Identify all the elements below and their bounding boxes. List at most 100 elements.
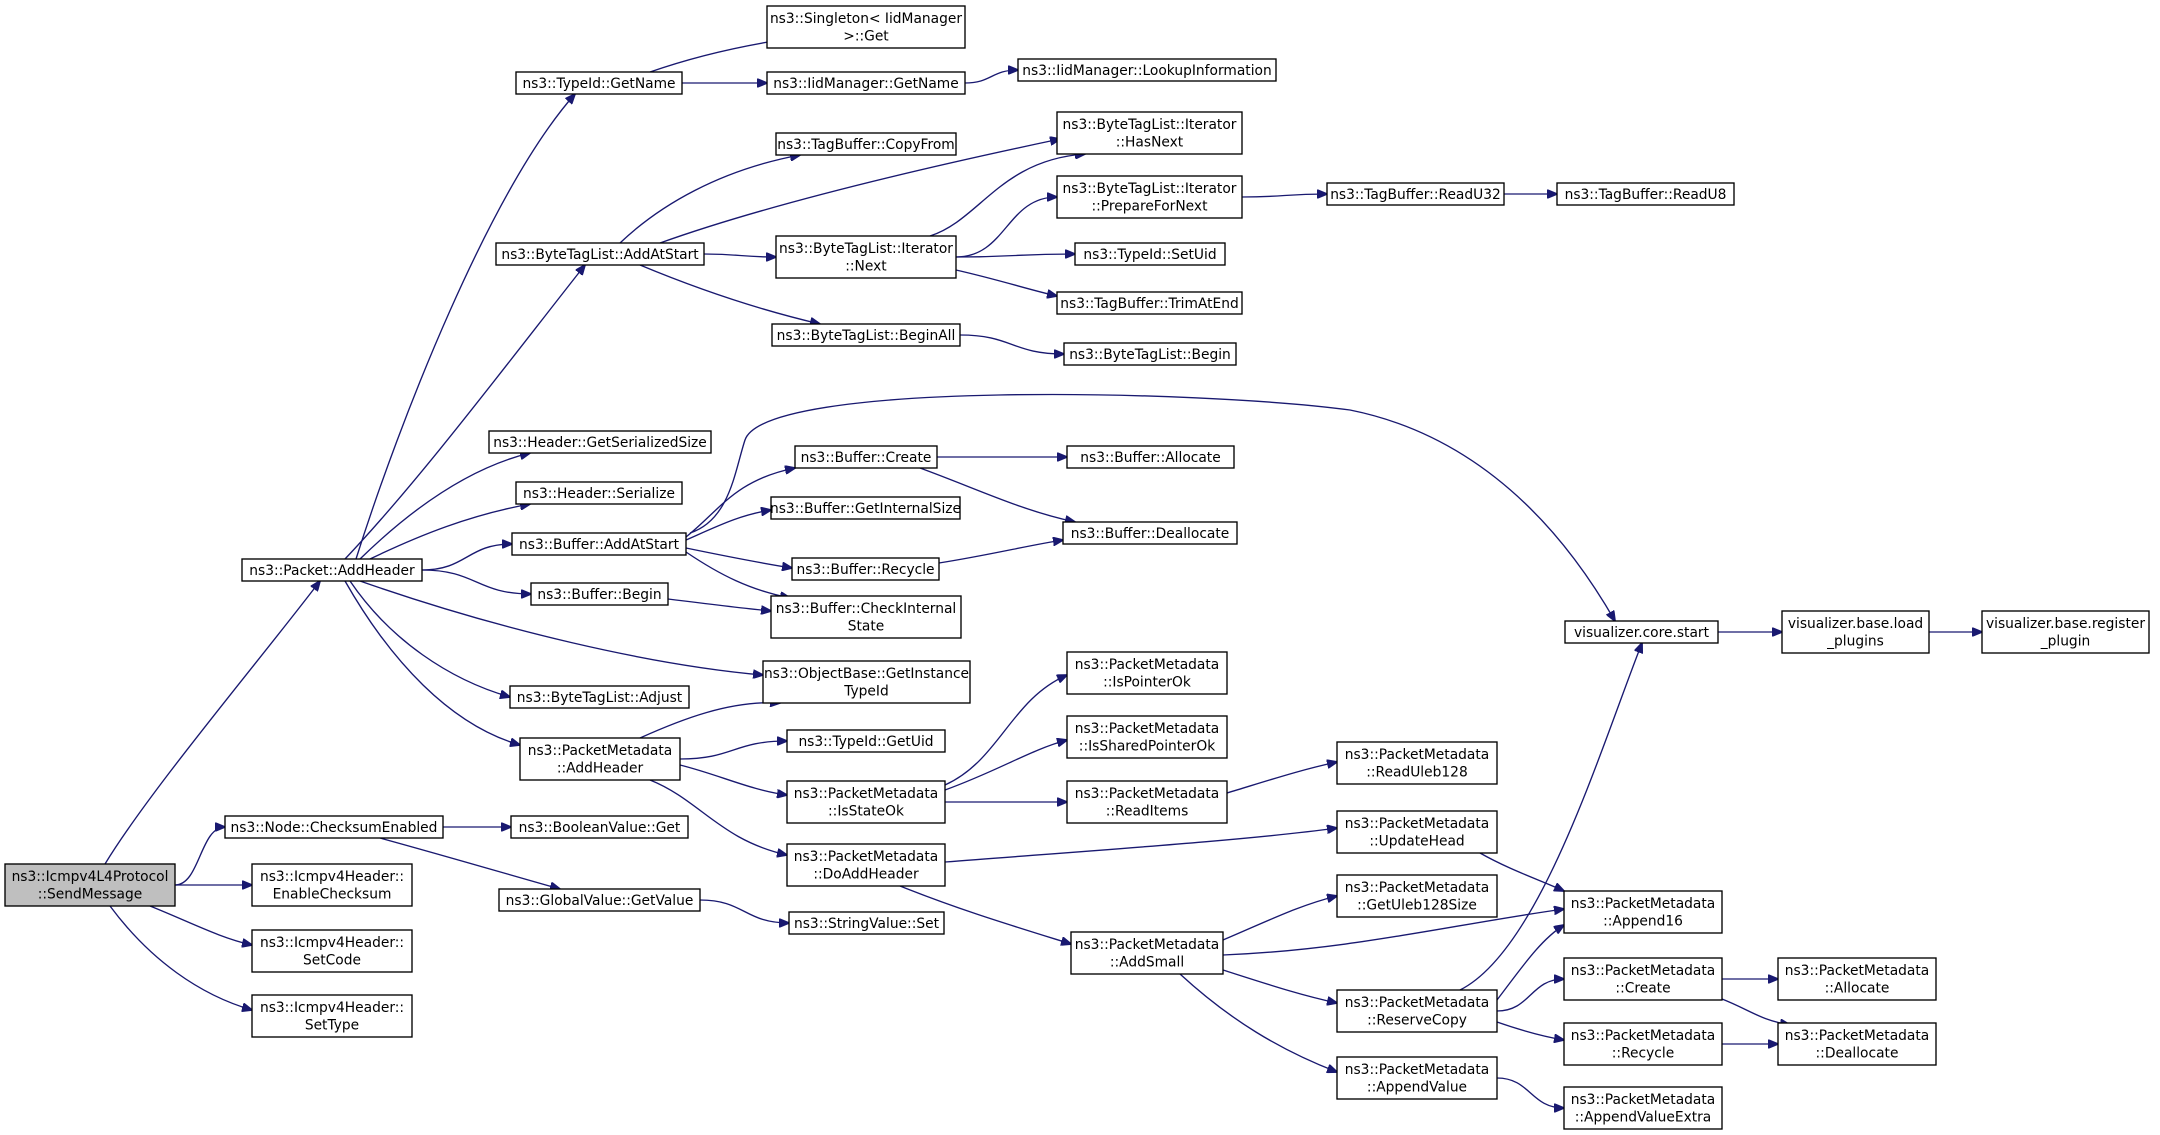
function-node[interactable]: ns3::PacketMetadata::ReadItems bbox=[1066, 780, 1228, 824]
function-node[interactable]: ns3::PacketMetadata::ReadUleb128 bbox=[1336, 741, 1498, 785]
node-box bbox=[775, 132, 957, 156]
node-box bbox=[509, 685, 690, 709]
function-node[interactable]: ns3::ByteTagList::Iterator::Next bbox=[775, 235, 957, 279]
node-box bbox=[1056, 111, 1243, 155]
call-edge bbox=[1226, 762, 1337, 794]
function-node[interactable]: ns3::Buffer::GetInternalSize bbox=[770, 496, 961, 520]
function-node[interactable]: ns3::Buffer::AddAtStart bbox=[511, 532, 687, 556]
function-node[interactable]: ns3::Buffer::Begin bbox=[530, 582, 669, 606]
node-box bbox=[515, 481, 683, 505]
node-label: visualizer.base.register bbox=[1986, 616, 2145, 632]
call-edge bbox=[1496, 1077, 1564, 1108]
node-label: ns3::StringValue::Set bbox=[794, 916, 940, 932]
call-edge bbox=[955, 197, 1057, 258]
call-edge bbox=[667, 598, 771, 611]
function-node[interactable]: ns3::PacketMetadata::AppendValueExtra bbox=[1563, 1086, 1723, 1130]
call-edge bbox=[109, 905, 252, 1010]
function-node[interactable]: ns3::ByteTagList::Adjust bbox=[509, 685, 690, 709]
node-box bbox=[1781, 610, 1930, 654]
node-label: ns3::BooleanValue::Get bbox=[519, 820, 681, 836]
node-box bbox=[1777, 957, 1937, 1001]
function-node[interactable]: ns3::PacketMetadata::IsSharedPointerOk bbox=[1066, 715, 1228, 759]
function-node[interactable]: ns3::ByteTagList::Iterator::HasNext bbox=[1056, 111, 1243, 155]
function-node[interactable]: visualizer.base.register_plugin bbox=[1981, 610, 2150, 654]
function-node[interactable]: ns3::Buffer::Allocate bbox=[1066, 445, 1235, 469]
call-edge bbox=[955, 269, 1057, 296]
function-node[interactable]: ns3::PacketMetadata::Append16 bbox=[1563, 890, 1723, 934]
node-label: ns3::TagBuffer::ReadU32 bbox=[1330, 187, 1501, 203]
function-node[interactable]: visualizer.base.load_plugins bbox=[1781, 610, 1930, 654]
call-edge bbox=[1496, 925, 1564, 1001]
function-node[interactable]: ns3::BooleanValue::Get bbox=[510, 815, 689, 839]
function-node[interactable]: ns3::ByteTagList::BeginAll bbox=[771, 323, 961, 347]
node-label: ns3::Icmpv4Header:: bbox=[260, 935, 404, 951]
node-layer: ns3::Icmpv4L4Protocol::SendMessagens3::P… bbox=[4, 5, 2150, 1130]
node-label: ns3::Buffer::Recycle bbox=[796, 562, 934, 578]
function-node[interactable]: ns3::PacketMetadata::IsPointerOk bbox=[1066, 651, 1228, 695]
node-box bbox=[791, 557, 940, 581]
function-node[interactable]: ns3::Icmpv4Header::EnableChecksum bbox=[251, 863, 413, 907]
function-node[interactable]: ns3::Buffer::Create bbox=[794, 445, 938, 469]
node-box bbox=[251, 863, 413, 907]
function-node[interactable]: ns3::IidManager::GetName bbox=[766, 71, 966, 95]
function-node[interactable]: ns3::PacketMetadata::GetUleb128Size bbox=[1336, 874, 1498, 918]
function-node[interactable]: ns3::Header::Serialize bbox=[515, 481, 683, 505]
node-label: ns3::PacketMetadata bbox=[1345, 747, 1489, 763]
call-edge bbox=[938, 540, 1063, 564]
call-edge bbox=[944, 675, 1067, 786]
function-node[interactable]: ns3::TagBuffer::TrimAtEnd bbox=[1056, 291, 1243, 315]
function-node[interactable]: ns3::Packet::AddHeader bbox=[241, 558, 423, 582]
function-node[interactable]: ns3::StringValue::Set bbox=[788, 911, 945, 935]
node-label: ns3::TagBuffer::CopyFrom bbox=[777, 137, 954, 153]
function-node[interactable]: ns3::Icmpv4Header::SetType bbox=[251, 994, 413, 1038]
function-node[interactable]: ns3::ByteTagList::AddAtStart bbox=[495, 242, 705, 266]
function-node[interactable]: ns3::PacketMetadata::Recycle bbox=[1563, 1022, 1723, 1066]
function-node[interactable]: ns3::TypeId::GetUid bbox=[786, 729, 946, 753]
function-node[interactable]: ns3::ByteTagList::Begin bbox=[1063, 342, 1237, 366]
call-edge bbox=[929, 154, 1085, 237]
function-node[interactable]: ns3::PacketMetadata::AppendValue bbox=[1336, 1056, 1498, 1100]
node-label: ::HasNext bbox=[1116, 135, 1184, 151]
function-node[interactable]: ns3::Singleton< IidManager>::Get bbox=[766, 5, 966, 49]
function-node[interactable]: ns3::PacketMetadata::Create bbox=[1563, 957, 1723, 1001]
function-node[interactable]: ns3::TypeId::SetUid bbox=[1074, 242, 1226, 266]
function-node[interactable]: ns3::TagBuffer::ReadU8 bbox=[1556, 182, 1735, 206]
function-node[interactable]: ns3::PacketMetadata::Allocate bbox=[1777, 957, 1937, 1001]
function-node[interactable]: ns3::PacketMetadata::AddSmall bbox=[1070, 931, 1224, 975]
function-node[interactable]: ns3::Buffer::Recycle bbox=[791, 557, 940, 581]
node-label: ::Recycle bbox=[1612, 1046, 1674, 1062]
call-edge bbox=[703, 254, 776, 257]
function-node[interactable]: ns3::TagBuffer::CopyFrom bbox=[775, 132, 957, 156]
function-node[interactable]: ns3::TagBuffer::ReadU32 bbox=[1326, 182, 1505, 206]
node-label: ns3::Buffer::CheckInternal bbox=[776, 601, 957, 617]
function-node[interactable]: ns3::Header::GetSerializedSize bbox=[488, 430, 712, 454]
function-node[interactable]: ns3::ByteTagList::Iterator::PrepareForNe… bbox=[1056, 175, 1243, 219]
root-function-node[interactable]: ns3::Icmpv4L4Protocol::SendMessage bbox=[4, 863, 176, 907]
node-box bbox=[530, 582, 669, 606]
node-box bbox=[770, 595, 962, 639]
function-node[interactable]: ns3::PacketMetadata::UpdateHead bbox=[1336, 810, 1498, 854]
call-edge bbox=[919, 467, 1075, 522]
function-node[interactable]: ns3::Buffer::Deallocate bbox=[1062, 521, 1238, 545]
node-label: ns3::TypeId::GetUid bbox=[798, 734, 933, 750]
function-node[interactable]: ns3::PacketMetadata::DoAddHeader bbox=[786, 843, 946, 887]
function-node[interactable]: ns3::PacketMetadata::IsStateOk bbox=[786, 780, 946, 824]
function-node[interactable]: ns3::Icmpv4Header::SetCode bbox=[251, 929, 413, 973]
function-node[interactable]: ns3::IidManager::LookupInformation bbox=[1017, 58, 1277, 82]
node-label: ns3::ByteTagList::Iterator bbox=[1063, 117, 1237, 133]
function-node[interactable]: ns3::PacketMetadata::Deallocate bbox=[1777, 1022, 1937, 1066]
node-box bbox=[794, 445, 938, 469]
function-node[interactable]: ns3::GlobalValue::GetValue bbox=[498, 888, 701, 912]
node-label: ::AppendValueExtra bbox=[1575, 1110, 1712, 1126]
function-node[interactable]: ns3::PacketMetadata::AddHeader bbox=[519, 737, 681, 781]
function-node[interactable]: ns3::Node::ChecksumEnabled bbox=[224, 815, 444, 839]
node-box bbox=[519, 737, 681, 781]
call-edge bbox=[619, 155, 800, 244]
function-node[interactable]: visualizer.core.start bbox=[1564, 620, 1719, 644]
call-edge bbox=[421, 544, 512, 571]
function-node[interactable]: ns3::PacketMetadata::ReserveCopy bbox=[1336, 989, 1498, 1033]
node-label: ::AddHeader bbox=[557, 761, 644, 777]
function-node[interactable]: ns3::TypeId::GetName bbox=[515, 71, 683, 95]
